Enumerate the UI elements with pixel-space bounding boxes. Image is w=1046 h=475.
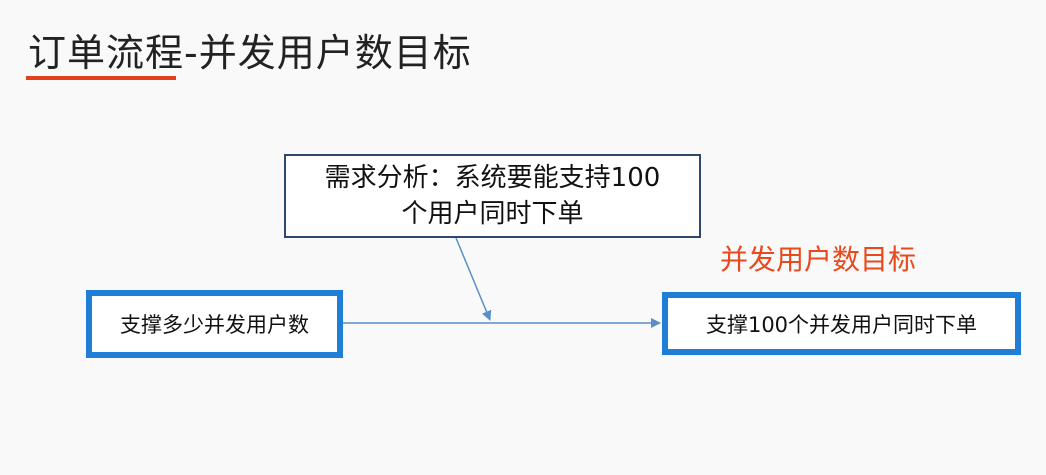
input-box-label: 支撑多少并发用户数 — [120, 313, 309, 337]
requirement-line-1: 需求分析：系统要能支持100 — [324, 163, 661, 193]
requirement-arrow — [455, 237, 492, 321]
slide-title: 订单流程-并发用户数目标 — [28, 31, 472, 75]
title-underline — [26, 76, 176, 80]
requirement-line-2: 个用户同时下单 — [401, 199, 584, 229]
requirement-box: 需求分析：系统要能支持100 个用户同时下单 — [284, 154, 701, 238]
output-box-label: 支撑100个并发用户同时下单 — [705, 312, 978, 337]
input-box: 支撑多少并发用户数 — [86, 290, 343, 358]
target-label: 并发用户数目标 — [720, 243, 917, 276]
output-box: 支撑100个并发用户同时下单 — [662, 292, 1021, 355]
